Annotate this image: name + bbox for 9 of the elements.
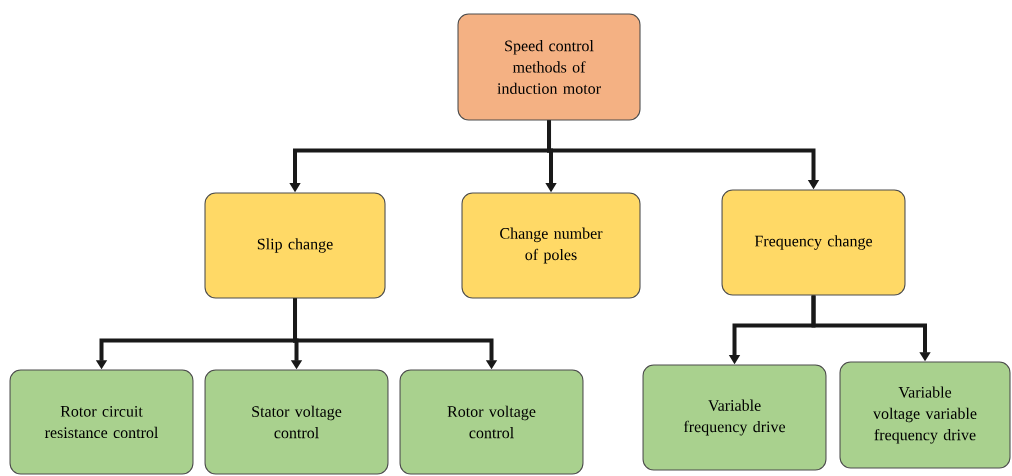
process-box: Stator voltage control xyxy=(204,369,389,475)
process-box: Rotor circuit resistance control xyxy=(9,369,194,475)
process-box: Change number of poles xyxy=(461,192,641,299)
process-box: Rotor voltage control xyxy=(399,369,584,475)
process-box: Variable frequency drive xyxy=(642,364,827,471)
process-box: Slip change xyxy=(204,192,386,299)
root-box: Speed control methods of induction motor xyxy=(457,13,641,121)
process-box: Frequency change xyxy=(721,189,906,296)
process-box: Variable voltage variable frequency drive xyxy=(839,361,1011,469)
